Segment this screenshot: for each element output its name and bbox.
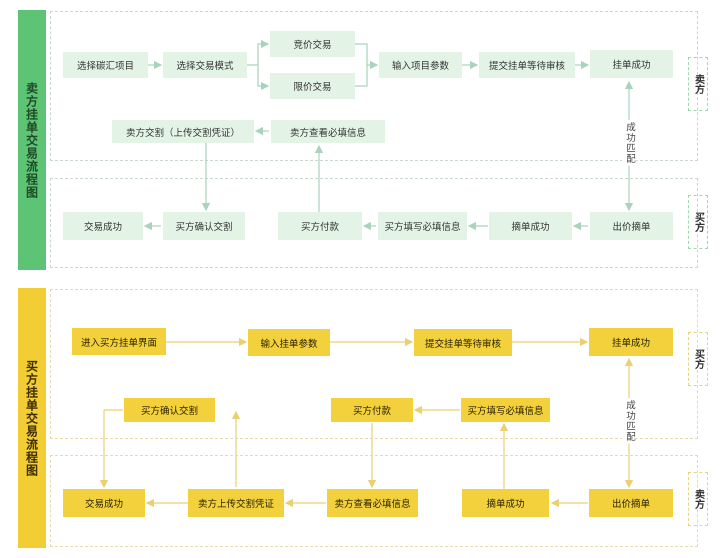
node-listing-success: 挂单成功 (589, 328, 673, 356)
seller-top-lane (50, 11, 698, 161)
label-match-success: 成功匹配 (622, 120, 636, 166)
node-select-project: 选择碳汇项目 (63, 52, 148, 78)
buyer-top-lane (50, 289, 698, 439)
buyer-lane-label-top: 买方 (688, 332, 708, 386)
node-bid-order: 出价摘单 (590, 212, 673, 240)
node-take-success: 摘单成功 (489, 212, 572, 240)
seller-flow-title: 卖方挂单交易流程图 (18, 10, 46, 270)
label-match-success: 成功匹配 (622, 398, 636, 444)
node-buyer-confirm: 买方确认交割 (124, 398, 215, 422)
node-input-params: 输入项目参数 (379, 52, 462, 78)
node-deal-success: 交易成功 (63, 212, 143, 240)
node-buyer-fill-info: 买方填写必填信息 (378, 212, 467, 240)
node-bidding: 竞价交易 (270, 31, 355, 57)
node-buyer-pay: 买方付款 (278, 212, 362, 240)
buyer-bottom-lane (50, 455, 698, 547)
node-submit-review: 提交挂单等待审核 (414, 329, 512, 356)
node-select-mode: 选择交易模式 (163, 52, 247, 78)
node-fixed-price: 限价交易 (270, 73, 355, 99)
node-input-listing-params: 输入挂单参数 (248, 329, 330, 356)
node-deal-success: 交易成功 (63, 489, 145, 517)
buyer-flow-title: 买方挂单交易流程图 (18, 288, 46, 548)
node-buyer-confirm: 买方确认交割 (163, 212, 245, 240)
node-submit-review: 提交挂单等待审核 (479, 52, 575, 78)
node-listing-success: 挂单成功 (590, 50, 673, 78)
node-buyer-pay: 买方付款 (331, 398, 413, 422)
buyer-lane-label-bottom: 卖方 (688, 472, 708, 526)
node-seller-upload: 卖方上传交割凭证 (188, 489, 284, 517)
node-seller-view-info: 卖方查看必填信息 (327, 489, 418, 517)
node-enter-buyer-page: 进入买方挂单界面 (72, 328, 166, 355)
node-seller-view-info: 卖方查看必填信息 (271, 120, 385, 143)
node-take-success: 摘单成功 (462, 489, 549, 517)
node-buyer-fill-info: 买方填写必填信息 (461, 398, 550, 422)
seller-lane-label-bottom: 买方 (688, 195, 708, 249)
node-bid-order: 出价摘单 (589, 489, 673, 517)
seller-bottom-lane (50, 178, 698, 268)
node-seller-delivery: 卖方交割（上传交割凭证） (112, 120, 254, 143)
seller-lane-label-top: 卖方 (688, 57, 708, 111)
